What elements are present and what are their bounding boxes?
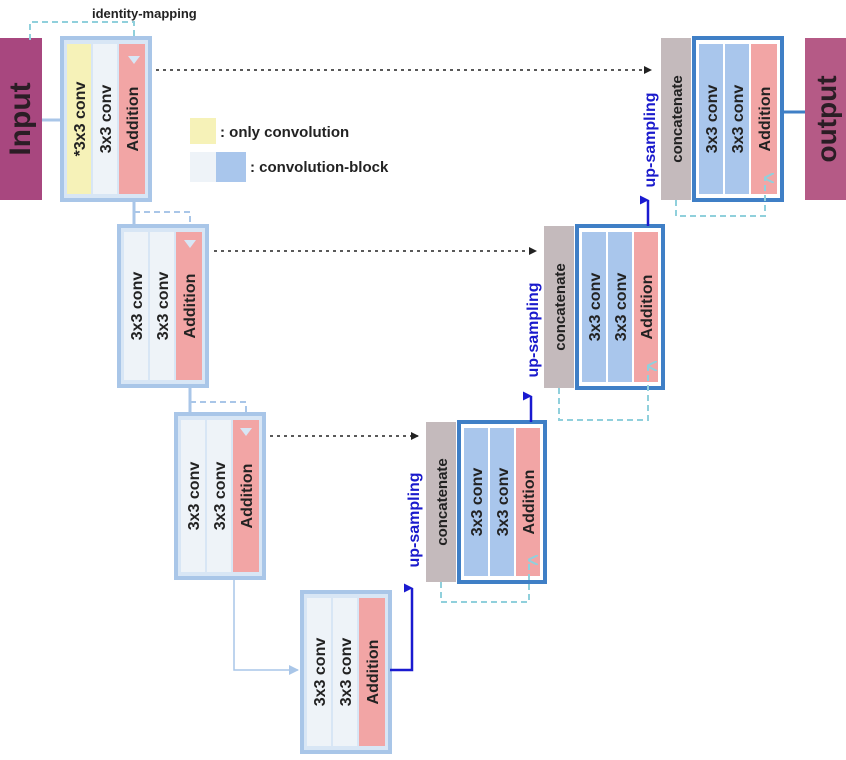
conv-cell [333, 598, 357, 746]
output-label: output [811, 75, 842, 162]
addition-label: Addition [182, 274, 199, 339]
legend-swatch-only-convolution [190, 118, 216, 144]
input-label: Input [4, 82, 37, 155]
conv-label: 3x3 conv [495, 468, 512, 537]
conv-cell [207, 420, 231, 572]
addition-cell [233, 420, 259, 572]
conv-label: 3x3 conv [212, 462, 229, 531]
conv-label: 3x3 conv [98, 85, 115, 154]
conv-label: 3x3 conv [338, 638, 355, 707]
up-sampling-label-3: up-sampling [642, 92, 659, 187]
up-sampling-label-1: up-sampling [406, 472, 423, 567]
input-bar [0, 38, 42, 200]
conv-label: 3x3 conv [312, 638, 329, 707]
addition-label: Addition [239, 464, 256, 529]
conv-cell [699, 44, 723, 194]
conv-only-label: *3x3 conv [72, 82, 89, 157]
addition-cell [516, 428, 540, 576]
down-connector-3 [233, 578, 299, 675]
conv-cell [464, 428, 488, 576]
addition-label: Addition [521, 470, 538, 535]
identity-mapping-decoder-1 [440, 560, 529, 603]
concatenate-label: concatenate [669, 75, 686, 163]
output-bar [805, 38, 846, 200]
conv-label: 3x3 conv [704, 85, 721, 154]
identity-arrowhead-3 [240, 428, 252, 436]
conv-label: 3x3 conv [613, 273, 630, 342]
conv-label: 3x3 conv [186, 462, 203, 531]
concatenate-cell [661, 38, 691, 200]
concatenate-cell [544, 226, 574, 388]
addition-label: Addition [125, 87, 142, 152]
conv-label: 3x3 conv [129, 272, 146, 341]
concatenate-label: concatenate [552, 263, 569, 351]
addition-label: Addition [757, 87, 774, 152]
concatenate-label: concatenate [434, 458, 451, 546]
addition-label: Addition [365, 640, 382, 705]
identity-arrowhead-1 [128, 56, 140, 64]
conv-cell [181, 420, 205, 572]
up-sampling-label-2: up-sampling [525, 282, 542, 377]
conv-cell [307, 598, 331, 746]
legend-convolution-block: : convolution-block [250, 159, 389, 176]
conv-cell [725, 44, 749, 194]
addition-cell [751, 44, 777, 194]
conv-label: 3x3 conv [155, 272, 172, 341]
legend-only-convolution: : only convolution [220, 124, 350, 141]
conv-cell [93, 44, 117, 194]
identity-mapping-line-1 [29, 21, 135, 48]
addition-cell [119, 44, 145, 194]
conv-label: 3x3 conv [730, 85, 747, 154]
conv-cell [490, 428, 514, 576]
addition-cell [634, 232, 658, 382]
conv-cell [150, 232, 174, 380]
conv-cell [608, 232, 632, 382]
conv-label: 3x3 conv [587, 273, 604, 342]
addition-label: Addition [639, 275, 656, 340]
addition-cell [359, 598, 385, 746]
identity-mapping-decoder-3 [675, 178, 765, 217]
up-sampling-arrow-1 [390, 583, 414, 672]
identity-arrowhead-2 [184, 240, 196, 248]
conv-label: 3x3 conv [469, 468, 486, 537]
conv-only-cell [67, 44, 91, 194]
conv-cell [124, 232, 148, 380]
legend-swatch-convolution-block [190, 152, 246, 182]
conv-cell [582, 232, 606, 382]
concatenate-cell [426, 422, 456, 582]
addition-cell [176, 232, 202, 380]
identity-mapping-label: identity-mapping [92, 6, 197, 21]
identity-mapping-decoder-2 [558, 366, 648, 421]
